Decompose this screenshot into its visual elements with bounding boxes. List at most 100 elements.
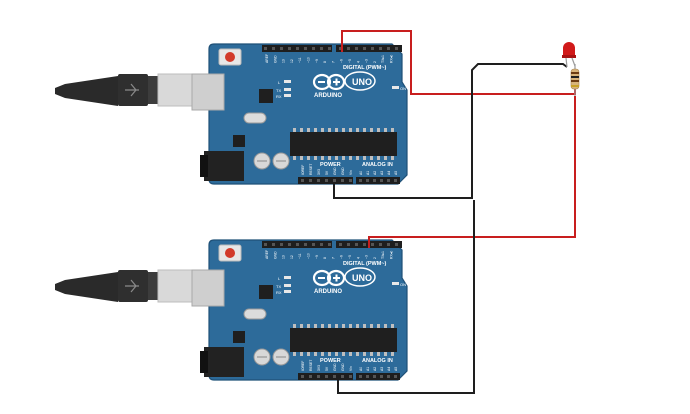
pin-label: A5 bbox=[394, 367, 398, 371]
l-label: L bbox=[278, 80, 281, 85]
usb-plug-collar bbox=[148, 76, 158, 104]
usb-plug-metal bbox=[157, 73, 193, 107]
wire-red-bottom-pin-to-resistor[interactable] bbox=[368, 96, 576, 248]
pin-label: RX◂0 bbox=[390, 251, 394, 259]
pin-label: Vin bbox=[349, 366, 353, 371]
power-label: POWER bbox=[320, 162, 341, 168]
pin-label: 3V3 bbox=[317, 169, 321, 175]
led-rim bbox=[562, 55, 576, 58]
pin-label: A1 bbox=[366, 171, 370, 175]
pin-label: A3 bbox=[380, 367, 384, 371]
arduino-uno-board-top[interactable]: ARDUINO UNO ON L TX RX DIGITAL (PWM~) PO… bbox=[190, 42, 409, 186]
pin-label: ~9 bbox=[315, 255, 319, 259]
pin-label: TX▸1 bbox=[381, 251, 385, 259]
pin-label: 2 bbox=[373, 61, 377, 63]
board-model-text: UNO bbox=[352, 273, 372, 283]
pin-label: 5V bbox=[325, 366, 329, 371]
power-label: POWER bbox=[320, 358, 341, 364]
resistor-band-1 bbox=[571, 72, 579, 74]
led-component[interactable] bbox=[562, 42, 576, 68]
pin-label: GND bbox=[273, 251, 277, 259]
resistor-band-3 bbox=[571, 80, 579, 82]
pin-label: AREF bbox=[265, 250, 269, 259]
rx-label: RX bbox=[276, 94, 282, 99]
pin-label: 3V3 bbox=[317, 365, 321, 371]
pin-label: 12 bbox=[290, 59, 294, 63]
pin-label: ~10 bbox=[307, 57, 311, 63]
pin-label: 8 bbox=[323, 61, 327, 63]
pin-label: TX▸1 bbox=[381, 55, 385, 63]
pin-label: IOREF bbox=[301, 361, 305, 371]
pin-label: A2 bbox=[373, 367, 377, 371]
pin-label: 13 bbox=[282, 59, 286, 63]
pin-label: GND bbox=[341, 363, 345, 371]
pin-label: 7 bbox=[331, 61, 335, 63]
led-icon bbox=[563, 42, 575, 56]
pin-label: 13 bbox=[282, 255, 286, 259]
tx-label: TX bbox=[276, 284, 281, 289]
pin-label: A3 bbox=[380, 171, 384, 175]
pin-label: ~5 bbox=[348, 255, 352, 259]
pin-label: GND bbox=[333, 363, 337, 371]
pin-label: A5 bbox=[394, 171, 398, 175]
usb-cable-top[interactable] bbox=[55, 73, 193, 107]
pin-label: ~11 bbox=[298, 253, 302, 259]
wire-black-top-gnd-to-led[interactable] bbox=[333, 63, 568, 199]
pin-label: ~9 bbox=[315, 59, 319, 63]
pin-label: 2 bbox=[373, 257, 377, 259]
resistor-band-2 bbox=[571, 76, 579, 78]
on-label: ON bbox=[400, 282, 406, 287]
pin-label: 4 bbox=[356, 61, 360, 63]
led-leg-cathode bbox=[565, 57, 568, 68]
resistor-component[interactable] bbox=[570, 64, 580, 96]
digital-label: DIGITAL (PWM~) bbox=[343, 261, 387, 267]
rx-label: RX bbox=[276, 290, 282, 295]
pin-label: RESET bbox=[309, 360, 313, 371]
pin-label: A0 bbox=[359, 367, 363, 371]
pin-label: ~11 bbox=[298, 57, 302, 63]
board-logo-text: ARDUINO bbox=[314, 93, 342, 99]
pin-label: 12 bbox=[290, 255, 294, 259]
pin-label: ~6 bbox=[340, 255, 344, 259]
tx-label: TX bbox=[276, 88, 281, 93]
pin-label: 5V bbox=[325, 170, 329, 175]
pin-label: ~3 bbox=[365, 59, 369, 63]
pin-label: A4 bbox=[387, 367, 391, 371]
pin-label: A0 bbox=[359, 171, 363, 175]
digital-label: DIGITAL (PWM~) bbox=[343, 65, 387, 71]
pin-label: ~5 bbox=[348, 59, 352, 63]
wire-black-bottom-gnd-to-led[interactable] bbox=[337, 200, 475, 394]
pin-label: ~10 bbox=[307, 253, 311, 259]
pin-label: A2 bbox=[373, 171, 377, 175]
analog-label: ANALOG IN bbox=[362, 358, 393, 364]
usb-plug-collar bbox=[148, 272, 158, 300]
pin-label: GND bbox=[341, 167, 345, 175]
pin-label: 4 bbox=[356, 257, 360, 259]
arduino-uno-board-bottom[interactable]: ARDUINO UNO ON L TX RX DIGITAL (PWM~) PO… bbox=[190, 238, 409, 382]
pin-label: IOREF bbox=[301, 165, 305, 175]
analog-label: ANALOG IN bbox=[362, 162, 393, 168]
pin-label: GND bbox=[273, 55, 277, 63]
usb-cable-bottom[interactable] bbox=[55, 269, 193, 303]
power-pin-labels: IOREF RESET 3V3 5V GND GND Vin bbox=[301, 360, 353, 371]
board-model-text: UNO bbox=[352, 77, 372, 87]
pin-label: RESET bbox=[309, 164, 313, 175]
pin-label: AREF bbox=[265, 54, 269, 63]
resistor-band-4 bbox=[571, 85, 579, 87]
on-label: ON bbox=[400, 86, 406, 91]
usb-cable-icon bbox=[55, 76, 118, 106]
l-label: L bbox=[278, 276, 281, 281]
usb-symbol bbox=[125, 279, 139, 293]
pin-label: A4 bbox=[387, 171, 391, 175]
pin-label: GND bbox=[333, 167, 337, 175]
usb-symbol bbox=[125, 83, 139, 97]
pin-label: 8 bbox=[323, 257, 327, 259]
power-pin-labels: IOREF RESET 3V3 5V GND GND Vin bbox=[301, 164, 353, 175]
pin-label: Vin bbox=[349, 170, 353, 175]
pin-label: ~6 bbox=[340, 59, 344, 63]
